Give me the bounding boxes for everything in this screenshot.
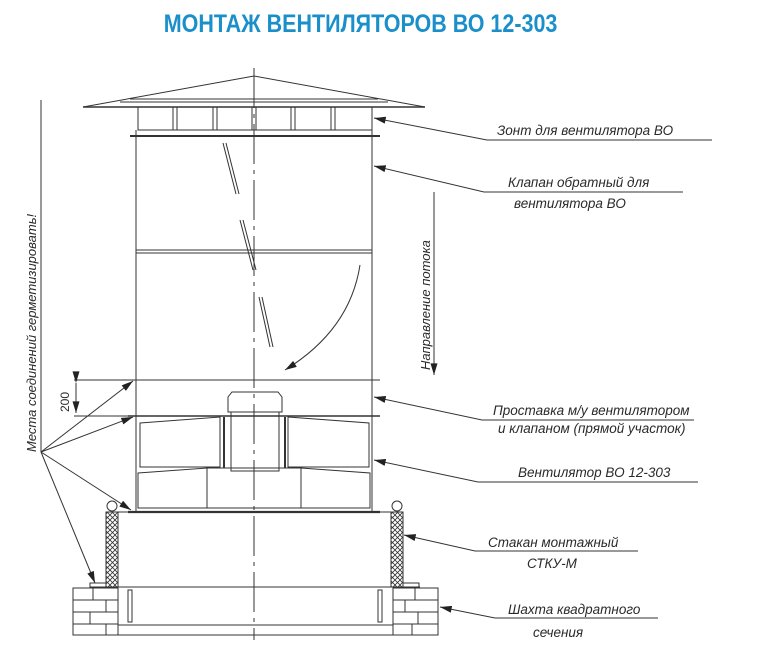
umbrella-hood <box>82 75 426 137</box>
callout-shaft-line2: сечения <box>533 625 583 640</box>
square-shaft <box>72 587 439 636</box>
callout-shaft-line1: Шахта квадратного <box>508 602 641 617</box>
callout-check-valve-line2: вентилятора ВО <box>514 196 626 211</box>
seal-leaders <box>40 100 134 584</box>
spacer-section <box>128 380 380 417</box>
flow-direction-label: Направление потока <box>418 240 433 370</box>
callout-umbrella: Зонт для вентилятора ВО <box>497 123 674 138</box>
diagram-title: МОНТАЖ ВЕНТИЛЯТОРОВ ВО 12-303 <box>163 10 558 38</box>
dimension-200 <box>72 371 136 417</box>
callout-cup-line1: Стакан монтажный <box>488 535 619 550</box>
callout-spacer-line2: и клапаном (прямой участок) <box>498 421 685 436</box>
callout-fan: Вентилятор ВО 12-303 <box>518 465 671 480</box>
seal-note-label: Места соединений герметизировать! <box>24 213 39 452</box>
callout-cup-line2: СТКУ-М <box>527 556 578 571</box>
callout-spacer-line1: Проставка м/у вентилятором <box>493 403 689 418</box>
check-valve-body <box>128 130 380 381</box>
dimension-label: 200 <box>58 392 72 412</box>
callout-leaders <box>373 116 712 619</box>
callout-check-valve-line1: Клапан обратный для <box>508 175 649 190</box>
mounting-cup <box>89 500 420 588</box>
